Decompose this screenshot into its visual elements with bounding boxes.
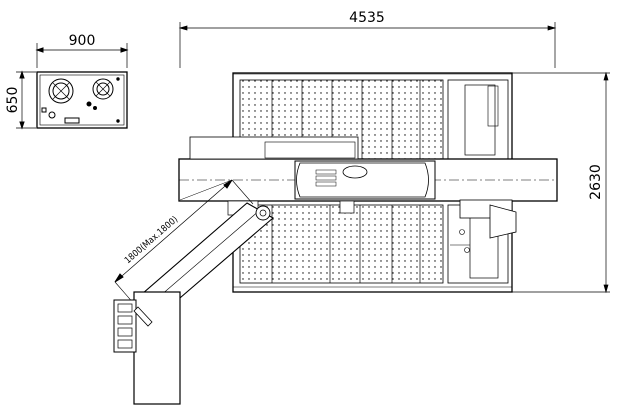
gantry-beam — [178, 136, 558, 239]
loading-station — [113, 291, 181, 405]
overall-width-dimension — [178, 22, 557, 68]
overall-width-label: 4535 — [349, 10, 385, 26]
arm-length-label: 1800(Max.1800) — [123, 215, 180, 266]
cabinet-depth-label: 650 — [5, 87, 21, 114]
overall-depth-label: 2630 — [588, 164, 604, 200]
overall-depth-dimension — [512, 71, 610, 294]
cabinet-width-label: 900 — [69, 33, 96, 49]
control-cabinet — [16, 43, 129, 130]
